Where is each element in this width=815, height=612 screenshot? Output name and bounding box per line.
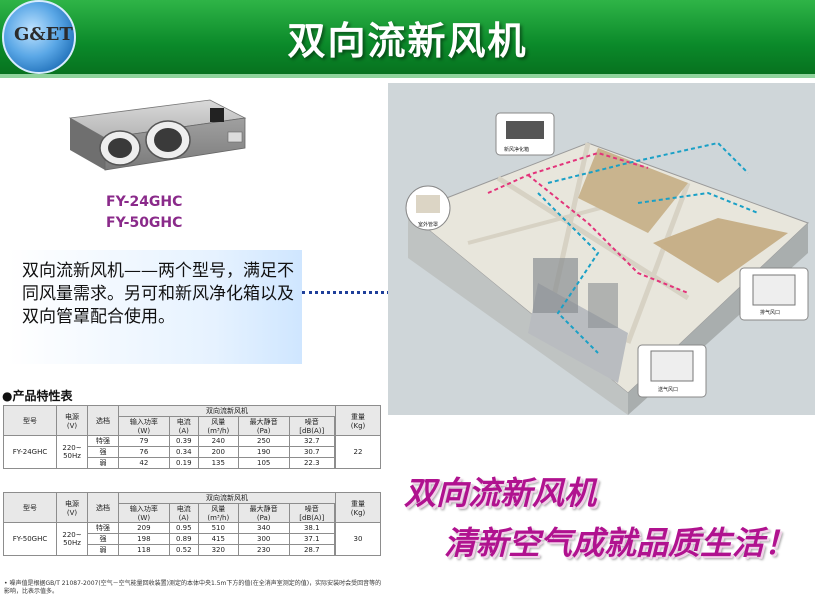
table-row: FY-50GHC 220~ 50Hz 特强 209 0.95 510 340 3… <box>3 522 381 556</box>
cell-airflow: 200 <box>197 446 239 458</box>
cell-airflow: 320 <box>197 544 239 556</box>
cell-static-pressure: 105 <box>237 457 290 469</box>
cell-mode: 强 <box>87 446 119 458</box>
cell-mode: 特强 <box>87 522 119 534</box>
model-label-2: FY-50GHC <box>106 215 183 231</box>
cell-mode: 弱 <box>87 544 119 556</box>
cell-noise: 28.7 <box>288 544 336 556</box>
cell-weight: 22 <box>335 435 381 469</box>
cell-current: 0.39 <box>168 435 199 447</box>
cell-noise: 37.1 <box>288 533 336 545</box>
hdr-input-power: 输入功率(W) <box>118 416 170 436</box>
header-banner <box>0 0 815 74</box>
cell-airflow: 415 <box>197 533 239 545</box>
cell-input-power: 209 <box>118 522 170 534</box>
table-row: 弱 118 0.52 320 230 28.7 <box>4 544 381 556</box>
cell-noise: 32.7 <box>288 435 336 447</box>
cell-noise: 22.3 <box>288 457 336 469</box>
product-image <box>68 99 247 171</box>
cell-current: 0.95 <box>168 522 199 534</box>
cell-airflow: 240 <box>197 435 239 447</box>
hdr-static-pressure: 最大静音(Pa) <box>237 416 290 436</box>
cell-current: 0.19 <box>168 457 199 469</box>
logo-text: G&ET <box>14 24 73 45</box>
model-label-1: FY-24GHC <box>106 194 183 210</box>
table-row: 弱 42 0.19 135 105 22.3 <box>4 457 381 469</box>
description-text: 双向流新风机——两个型号，满足不同风量需求。另可和新风净化箱以及双向管罩配合使用… <box>22 261 294 327</box>
cell-input-power: 76 <box>118 446 170 458</box>
spec-table-fy24: 型号 电源(V) 选档 双向流新风机 重量(Kg) 输入功率(W) 电流(A) … <box>3 405 381 469</box>
slogan-line-2: 清新空气成就品质生活！ <box>444 524 797 562</box>
table-footnote: • 噪声值是根据GB/T 21087-2007(空气－空气能量回收装置)测定的本… <box>4 580 382 595</box>
table-row: 强 76 0.34 200 190 30.7 <box>4 446 381 458</box>
hdr-airflow: 风量(m³/h) <box>197 503 239 523</box>
table-row: 强 198 0.89 415 300 37.1 <box>4 533 381 545</box>
company-logo: G&ET <box>2 0 76 74</box>
hdr-model: 型号 <box>3 405 57 436</box>
cell-input-power: 118 <box>118 544 170 556</box>
hdr-noise: 噪音[dB(A)] <box>288 416 336 436</box>
cell-airflow: 510 <box>197 522 239 534</box>
cell-input-power: 198 <box>118 533 170 545</box>
cell-mode: 强 <box>87 533 119 545</box>
diagram-label-pipe-cover: 室外管罩 <box>418 221 438 228</box>
spec-table-fy50: 型号 电源(V) 选档 双向流新风机 重量(Kg) 输入功率(W) 电流(A) … <box>3 492 381 556</box>
diagram-label-purifier: 新风净化箱 <box>504 146 529 153</box>
diagram-label-supply: 送气风口 <box>658 386 678 393</box>
cell-voltage: 220~ 50Hz <box>56 435 88 469</box>
hdr-weight: 重量(Kg) <box>335 405 381 436</box>
cell-weight: 30 <box>335 522 381 556</box>
hdr-group: 双向流新风机 <box>118 492 336 504</box>
table-row: FY-24GHC 220~ 50Hz 特强 79 0.39 240 250 32… <box>3 435 381 469</box>
diagram-label-exhaust: 排气风口 <box>760 309 780 316</box>
table-title: ●产品特性表 <box>2 389 73 403</box>
hdr-mode: 选档 <box>87 405 119 436</box>
hdr-model: 型号 <box>3 492 57 523</box>
house-illustration: 新风净化箱 室外管罩 排气风口 送气风口 <box>405 112 809 415</box>
hdr-weight: 重量(Kg) <box>335 492 381 523</box>
cell-model: FY-24GHC <box>3 435 57 469</box>
cell-input-power: 79 <box>118 435 170 447</box>
cell-noise: 38.1 <box>288 522 336 534</box>
cell-static-pressure: 230 <box>237 544 290 556</box>
page-title: 双向流新风机 <box>287 18 528 63</box>
hdr-current: 电流(A) <box>168 416 199 436</box>
hdr-group: 双向流新风机 <box>118 405 336 417</box>
hdr-voltage: 电源(V) <box>56 405 88 436</box>
hdr-airflow: 风量(m³/h) <box>197 416 239 436</box>
cell-static-pressure: 250 <box>237 435 290 447</box>
hdr-static-pressure: 最大静音(Pa) <box>237 503 290 523</box>
house-diagram: 新风净化箱 室外管罩 排气风口 送气风口 <box>388 83 815 415</box>
hdr-input-power: 输入功率(W) <box>118 503 170 523</box>
cell-noise: 30.7 <box>288 446 336 458</box>
cell-current: 0.52 <box>168 544 199 556</box>
hdr-noise: 噪音[dB(A)] <box>288 503 336 523</box>
cell-static-pressure: 300 <box>237 533 290 545</box>
cell-current: 0.34 <box>168 446 199 458</box>
hdr-mode: 选档 <box>87 492 119 523</box>
description-box: 双向流新风机——两个型号，满足不同风量需求。另可和新风净化箱以及双向管罩配合使用… <box>8 250 302 364</box>
cell-mode: 特强 <box>87 435 119 447</box>
cell-model: FY-50GHC <box>3 522 57 556</box>
cell-mode: 弱 <box>87 457 119 469</box>
cell-current: 0.89 <box>168 533 199 545</box>
cell-static-pressure: 340 <box>237 522 290 534</box>
cell-voltage: 220~ 50Hz <box>56 522 88 556</box>
hdr-voltage: 电源(V) <box>56 492 88 523</box>
slogan-line-1: 双向流新风机 <box>404 474 597 512</box>
header-divider <box>0 74 815 78</box>
hdr-current: 电流(A) <box>168 503 199 523</box>
cell-input-power: 42 <box>118 457 170 469</box>
cell-static-pressure: 190 <box>237 446 290 458</box>
cell-airflow: 135 <box>197 457 239 469</box>
